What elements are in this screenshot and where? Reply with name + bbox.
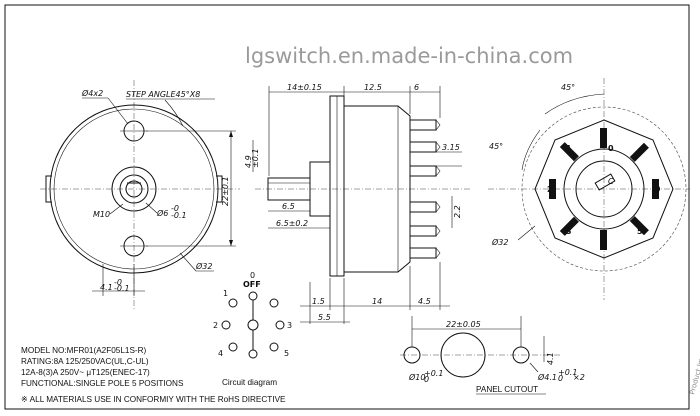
thread-callout: M10 (93, 210, 110, 219)
dim-65-tol: 6.5±0.2 (276, 219, 308, 228)
panel-cutout: 22±0.05 4.1 Ø10 +0.1 0 Ø4.1 +0.1 0 ×2 PA… (400, 316, 585, 395)
svg-text:+0.1: +0.1 (424, 369, 443, 378)
step-angle-note: STEP ANGLE45°X8 (126, 90, 200, 99)
dim-22: 2.2 (453, 205, 462, 218)
side-shaft (267, 177, 311, 201)
terminal-blades (549, 128, 659, 250)
svg-text:±0.1: ±0.1 (251, 149, 260, 168)
height-dim: 22±0.1 (221, 176, 230, 206)
terminal-body-dia: Ø32 (491, 237, 508, 247)
flat-dim: 4.1 (100, 283, 113, 292)
terminal-label-9: 9 (655, 185, 661, 194)
circuit-common (247, 319, 259, 331)
dim-14: 14 (372, 297, 382, 306)
dim-55: 5.5 (318, 313, 331, 322)
spec-rating: RATING:8A 125/250VAC(UL,C-UL) (21, 357, 149, 366)
terminal-label-5: 5 (637, 227, 643, 236)
terminal-view: C 0 1 2 3 4 5 9 45° 45° Ø32 (488, 78, 690, 300)
spec-block: MODEL NO:MFR01(A2F05L1S-R) RATING:8A 125… (21, 346, 286, 404)
circuit-diagram: 0 OFF 1 2 3 4 5 Circuit diagram (213, 271, 292, 387)
angle-top: 45° (561, 83, 575, 92)
svg-text:-0: -0 (114, 278, 122, 287)
circuit-pos-2: 2 (213, 321, 218, 330)
angle-left: 45° (489, 142, 503, 151)
cutout-main-hole (440, 332, 486, 378)
dim-15: 1.5 (312, 297, 325, 306)
dim-65: 6.5 (282, 202, 295, 211)
cutout-caption: PANEL CUTOUT (476, 385, 538, 394)
spec-functional: FUNCTIONAL:SINGLE POLE 5 POSITIONS (21, 379, 184, 388)
terminal-view-outline (521, 106, 687, 272)
circuit-pos-3: 3 (287, 321, 292, 330)
hole-callout: Ø4x2 (81, 88, 103, 98)
side-body (344, 105, 411, 273)
terminal-label-1: 1 (566, 144, 572, 153)
circuit-off-label: OFF (243, 280, 261, 289)
dim-315: 3.15 (442, 143, 460, 152)
terminal-label-2: 2 (547, 185, 553, 194)
circuit-pos-1: 1 (223, 289, 228, 298)
spec-rating-2: 12A-8(3)A 250V~ μT125(ENEC-17) (21, 368, 150, 377)
terminal-label-3: 3 (566, 227, 572, 236)
dim-top-mid: 12.5 (364, 83, 382, 92)
svg-text:+0.1: +0.1 (558, 368, 577, 377)
terminal-octagon (534, 119, 674, 259)
cutout-width-dim: 22±0.05 (446, 320, 481, 329)
watermark-text: lgswitch.en.made-in-china.com (245, 44, 573, 68)
cutout-small-holes: Ø4.1 (537, 372, 557, 382)
drawing-border (4, 4, 690, 410)
cutout-height-dim: 4.1 (546, 352, 555, 365)
circuit-pos-5: 5 (284, 349, 289, 358)
side-watermark: Product Image (688, 344, 700, 395)
svg-text:-0.1: -0.1 (171, 211, 187, 220)
circuit-pos-4: 4 (218, 349, 223, 358)
svg-text:-0: -0 (171, 204, 179, 213)
circuit-caption: Circuit diagram (222, 378, 277, 387)
spec-rohs-note: ※ ALL MATERIALS USE IN CONFORMIY WITH TH… (21, 395, 286, 404)
spec-model: MODEL NO:MFR01(A2F05L1S-R) (21, 346, 147, 355)
side-terminals (409, 119, 441, 259)
svg-text:0: 0 (424, 375, 429, 384)
shaft-bushing (111, 166, 157, 212)
center-terminal-label: C (608, 177, 614, 186)
cutout-hole-dia: Ø10 (408, 372, 425, 382)
side-view: 14±0.15 12.5 6 3.15 2.2 6.5 6.5±0.2 1.5 … (255, 83, 470, 324)
shaft-dia-callout: Ø6 (156, 208, 168, 218)
front-body-dia: Ø32 (195, 261, 212, 271)
svg-text:×2: ×2 (573, 373, 585, 382)
svg-text:0: 0 (558, 374, 563, 383)
dim-45: 4.5 (418, 297, 431, 306)
front-view: Ø4x2 STEP ANGLE45°X8 M10 Ø6 -0 -0.1 Ø32 … (40, 80, 260, 310)
circuit-off-number: 0 (250, 271, 255, 280)
terminal-label-0: 0 (608, 144, 614, 153)
terminal-label-4: 4 (601, 240, 607, 249)
hole-spacing-dim: 4.9 (244, 155, 253, 168)
dim-top-right: 6 (414, 83, 419, 92)
svg-text:-0.1: -0.1 (114, 284, 130, 293)
dim-top-left: 14±0.15 (287, 83, 322, 92)
